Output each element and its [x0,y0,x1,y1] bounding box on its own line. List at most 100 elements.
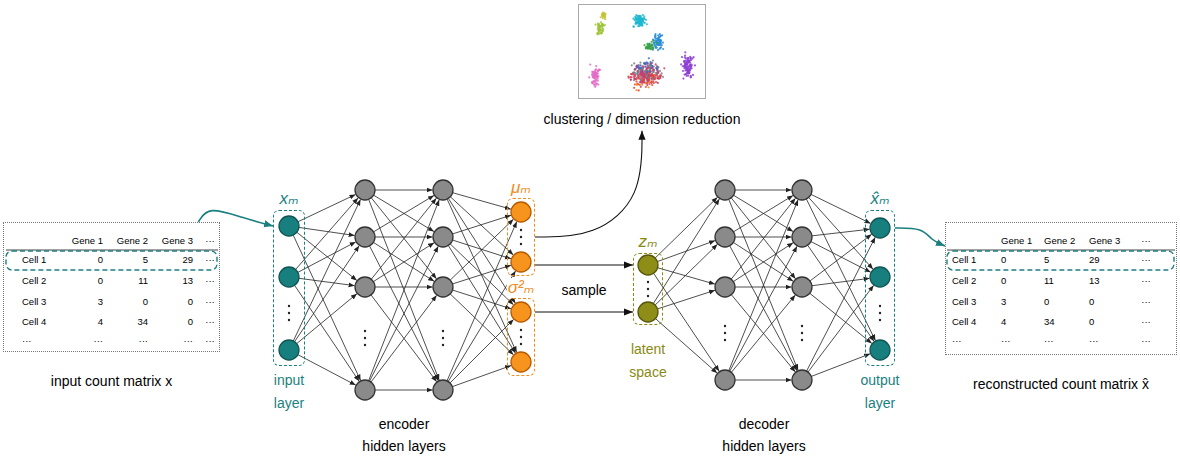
neuron [792,370,812,390]
cell-point [691,67,693,69]
cell-point [639,22,641,24]
ellipsis-dot [520,236,522,238]
cell-point [660,35,662,37]
cell-point [646,84,648,86]
ellipsis-dot [520,243,522,245]
cell-point [657,75,659,77]
table-cell: 0 [98,254,103,265]
network-weight [297,294,357,344]
cell-point [638,67,640,69]
cell-point [598,31,600,33]
table-cell: 29 [1089,254,1100,265]
table-cell: 29 [182,254,193,265]
cell-point [653,42,655,44]
network-weight [375,390,433,391]
neuron [355,380,375,400]
cell-point [641,20,643,22]
network-weight [735,190,792,191]
network-weight [811,194,871,223]
cell-point [645,74,647,76]
neuron [870,340,890,360]
cell-point [630,73,632,75]
cell-point [642,81,644,83]
cell-point [639,73,641,75]
cell-point [653,76,655,78]
cell-point [655,72,657,74]
cell-point [595,78,597,80]
network-weight [293,235,360,380]
cell-point [638,18,640,20]
cell-point [687,65,689,67]
table-cell: 4 [98,316,103,327]
table-ellipsis: ··· [1141,296,1151,307]
cell-point [659,70,661,72]
cell-point [648,79,650,81]
cell-point [657,37,659,39]
cell-point [595,75,597,77]
ellipsis-dot [801,339,803,341]
ellipsis-dot [442,344,444,346]
neuron [715,227,735,247]
cell-point [651,82,653,84]
cell-point [641,20,643,22]
cell-point [690,76,692,78]
table-cell: 0 [1001,275,1006,286]
network-weight [448,271,515,381]
cell-point [601,23,603,25]
network-weight [658,290,716,309]
cell-point [643,18,645,20]
neuron [870,218,890,238]
table-cell: 4 [1001,316,1006,327]
cell-point [600,25,602,27]
cell-point [654,78,656,80]
network-weight [453,265,511,284]
cell-point [654,33,656,35]
neuron [511,202,531,222]
cell-point [635,78,637,80]
row-label: ··· [22,335,32,346]
network-weight [452,366,511,387]
cell-point [597,70,599,72]
network-weight [373,242,434,281]
symbol-label: σ²ₘ [507,278,536,298]
cell-point [643,44,645,46]
network-weight [808,285,874,372]
neuron [715,370,735,390]
cell-point [655,47,657,49]
cell-point [640,73,642,75]
cell-point [637,71,639,73]
cell-point [597,83,599,85]
cell-point [634,72,636,74]
cell-point [598,27,600,29]
table-ellipsis: ··· [1141,335,1151,346]
ellipsis-dot [647,288,649,290]
cell-point [651,78,653,80]
table-cell: ··· [139,335,149,346]
ellipsis-dot [879,312,881,314]
cell-point [644,72,646,74]
cell-point [649,61,651,63]
cell-point [655,81,657,83]
plot-frame [578,5,705,99]
cell-point [595,68,597,70]
cell-point [646,43,648,45]
column-header: Gene 2 [1044,235,1075,246]
cell-point [653,71,655,73]
cell-point [638,15,640,17]
cell-point [661,72,663,74]
network-weight [371,295,437,382]
cell-point [639,64,641,66]
cell-point [645,66,647,68]
symbol-label: xₘ [279,189,298,209]
ellipsis-dot [364,330,366,332]
cell-point [596,32,598,34]
row-label: ··· [952,335,962,346]
cell-point [648,72,650,74]
neuron [433,277,453,297]
cell-point [661,44,663,46]
cell-point [643,76,645,78]
cell-point [596,72,598,74]
cell-point [658,37,660,39]
cell-point [635,80,637,82]
table-cell: 0 [1089,316,1094,327]
